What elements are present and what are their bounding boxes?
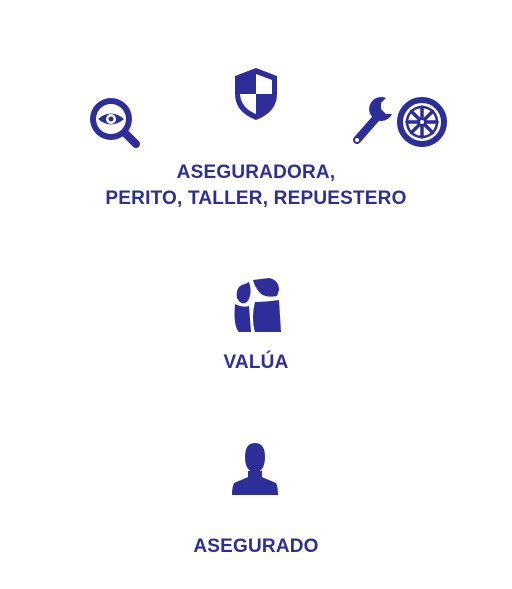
- magnifier-eye-icon: [90, 98, 140, 148]
- valua-label: VALÚA: [223, 352, 289, 373]
- shield-icon: [235, 68, 277, 120]
- wheel-icon: [397, 97, 447, 147]
- wrench-icon: [353, 96, 392, 144]
- asegurado-label: ASEGURADO: [193, 536, 319, 557]
- roles-label-line2: PERITO, TALLER, REPUESTERO: [105, 188, 407, 209]
- person-icon: [232, 443, 278, 495]
- car-parts-icon: [234, 278, 281, 332]
- roles-label-line1: ASEGURADORA,: [176, 162, 336, 183]
